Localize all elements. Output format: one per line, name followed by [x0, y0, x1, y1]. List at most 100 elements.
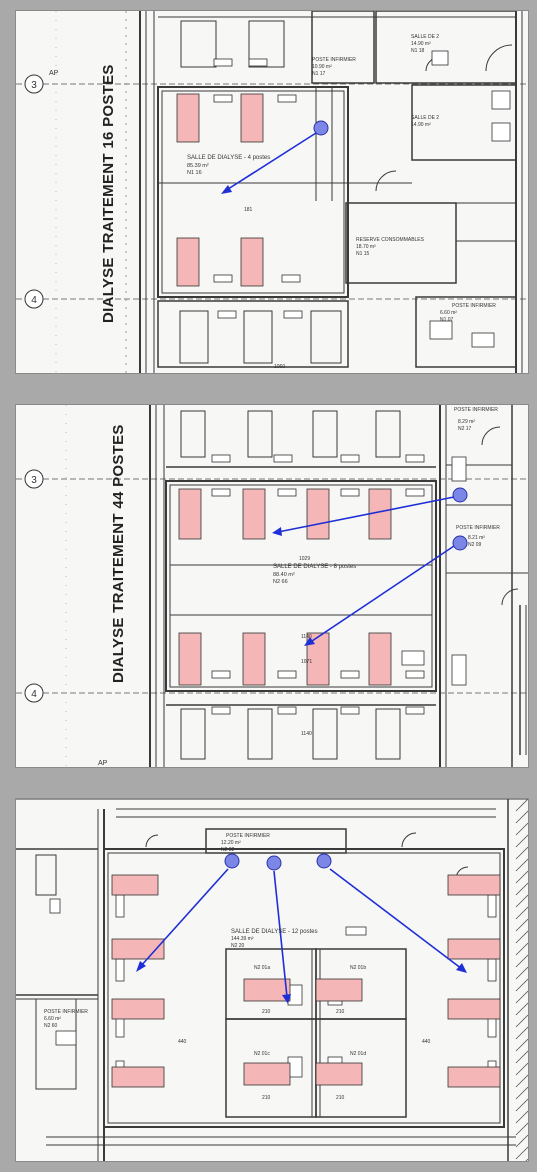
room-name: SALLE DE DIALYSE - 12 postes — [231, 929, 318, 935]
dimension: 1029 — [299, 556, 310, 562]
bed-highlight — [368, 632, 392, 686]
poste-area: 8.21 m² — [468, 535, 485, 541]
box-label: N2 01d — [350, 1051, 366, 1057]
bed-highlight — [447, 874, 501, 896]
camera-icon — [266, 855, 282, 871]
dimension: 1140 — [301, 731, 312, 737]
bed-highlight — [176, 237, 200, 287]
bed-highlight — [242, 632, 266, 686]
view-arrow — [224, 132, 317, 192]
room-label: SALLE DE 2 — [411, 115, 439, 121]
floor-plan-16-postes: 3 4 AP SALLE DE DIALYSE - 4 postes 85.39… — [16, 11, 528, 373]
poste-number: N2 60 — [44, 1023, 58, 1029]
room-area: 88.40 m² — [273, 572, 295, 578]
poste-label: POSTE INFIRMIER — [456, 525, 500, 531]
camera-icon — [452, 487, 468, 503]
camera-icon — [313, 120, 329, 136]
room-number: N1 15 — [356, 251, 370, 257]
bed-highlight — [240, 237, 264, 287]
room-area: 85.39 m² — [187, 163, 209, 169]
plan-panel-12-postes: POSTE INFIRMIER 12.20 m² N2 22 SALLE DE … — [15, 798, 529, 1162]
dimension: 1140 — [301, 634, 312, 640]
poste-label: POSTE INFIRMIER — [226, 833, 270, 839]
bed-highlight — [111, 874, 159, 896]
poste-number: N1 07 — [440, 317, 454, 323]
dimension: 210 — [262, 1009, 271, 1015]
bed-highlight — [447, 1066, 501, 1088]
plan-panel-16-postes: 3 4 AP SALLE DE DIALYSE - 4 postes 85.39… — [15, 10, 529, 374]
bed-highlight — [243, 978, 291, 1002]
room-area: 14.90 m² — [411, 41, 431, 47]
dimension: 440 — [178, 1039, 187, 1045]
dimension: 1071 — [301, 659, 312, 665]
dimension: 181 — [244, 207, 253, 213]
grid-axis-4 — [24, 683, 44, 703]
bed-highlight — [447, 998, 501, 1020]
bed-highlight — [306, 632, 330, 686]
bed-highlight — [315, 1062, 363, 1086]
room-label: SALLE DE 2 — [411, 34, 439, 40]
poste-area: 6.60 m² — [44, 1016, 61, 1022]
bed-highlight — [306, 488, 330, 540]
axis-label-3: 3 — [31, 475, 37, 486]
bed-highlight — [315, 978, 363, 1002]
floor-plan-44-postes: 3 4 AP SALLE DE DIALYSE - 8 postes 88.40… — [16, 405, 528, 767]
box-label: N2 01b — [350, 965, 366, 971]
room-name: SALLE DE DIALYSE - 8 postes — [273, 564, 356, 570]
camera-icon — [316, 853, 332, 869]
bed-highlight — [242, 488, 266, 540]
axis-label-4: 4 — [31, 689, 37, 700]
grid-axis-3 — [24, 469, 44, 489]
bed-highlight — [178, 632, 202, 686]
ap-marker: AP — [98, 760, 108, 767]
view-arrow — [273, 870, 288, 998]
camera-icon — [224, 853, 240, 869]
poste-number: N2 22 — [221, 847, 235, 853]
room-number: N2 66 — [273, 579, 288, 585]
dimension: 1060 — [274, 364, 285, 370]
poste-number: N2 09 — [468, 542, 482, 548]
poste-label: POSTE INFIRMIER — [44, 1009, 88, 1015]
camera-icon — [452, 535, 468, 551]
view-arrow — [308, 545, 455, 644]
poste-number: N1 17 — [312, 71, 326, 77]
poste-area: 8.29 m² — [458, 419, 475, 425]
grid-axis-3 — [24, 74, 44, 94]
poste-area: 12.20 m² — [221, 840, 241, 846]
room-name: SALLE DE DIALYSE - 4 postes — [187, 155, 270, 161]
poste-area: 6.60 m² — [440, 310, 457, 316]
view-arrow — [329, 868, 463, 970]
bed-highlight — [240, 93, 264, 143]
axis-label-3: 3 — [31, 80, 37, 91]
poste-area: 10.90 m² — [312, 64, 332, 70]
poste-label: POSTE INFIRMIER — [452, 303, 496, 309]
poste-label: POSTE INFIRMIER — [312, 57, 356, 63]
room-area: 144.39 m² — [231, 936, 254, 942]
poste-number: N2 17 — [458, 426, 472, 432]
bed-highlight — [243, 1062, 291, 1086]
view-arrow — [139, 868, 229, 968]
box-label: N2 01c — [254, 1051, 270, 1057]
ap-marker: AP — [49, 70, 59, 77]
panel-title: DIALYSE TRAITEMENT 16 POSTES — [100, 64, 117, 323]
bed-highlight — [111, 1066, 165, 1088]
grid-axis-4 — [24, 289, 44, 309]
poste-label: POSTE INFIRMIER — [454, 407, 498, 413]
dimension: 440 — [422, 1039, 431, 1045]
room-number: N2 20 — [231, 943, 245, 949]
bed-highlight — [111, 998, 165, 1020]
panel-title: DIALYSE TRAITEMENT 44 POSTES — [110, 424, 127, 683]
room-area: 18.70 m² — [356, 244, 376, 250]
bed-highlight — [178, 488, 202, 540]
view-arrow — [277, 496, 455, 533]
axis-label-4: 4 — [31, 295, 37, 306]
room-label: RESERVE CONSOMMABLES — [356, 237, 425, 243]
room-number: N1 16 — [187, 170, 202, 176]
floor-plan-12-postes: POSTE INFIRMIER 12.20 m² N2 22 SALLE DE … — [16, 799, 528, 1161]
dimension: 210 — [336, 1095, 345, 1101]
dimension: 210 — [262, 1095, 271, 1101]
dimension: 210 — [336, 1009, 345, 1015]
box-label: N2 01a — [254, 965, 270, 971]
bed-highlight — [176, 93, 200, 143]
plan-panel-44-postes: 3 4 AP SALLE DE DIALYSE - 8 postes 88.40… — [15, 404, 529, 768]
